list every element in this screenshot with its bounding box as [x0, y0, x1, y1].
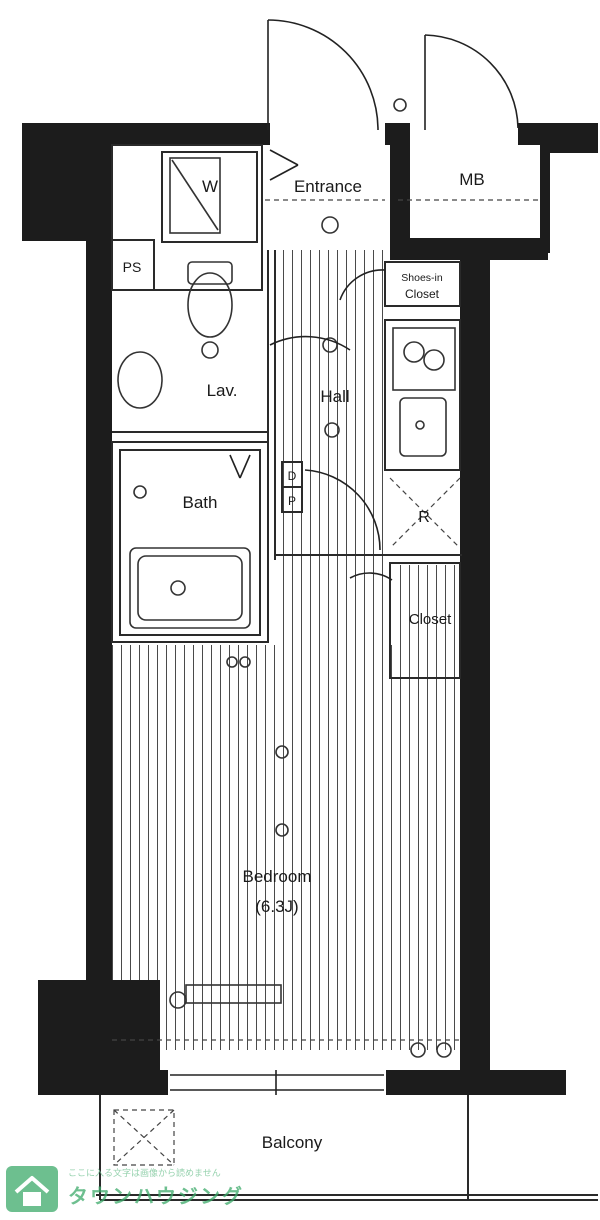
watermark-logo: ここに入る文字は画像から読めません タウンハウジング: [4, 1164, 304, 1214]
stove-fixture: [392, 327, 456, 391]
room-label-shoe-closet-2: Closet: [405, 287, 440, 301]
watermark-text: タウンハウジング: [68, 1184, 244, 1208]
toilet-fixture: [187, 272, 233, 338]
room-label-hall: Hall: [320, 387, 349, 406]
fixtures: [112, 157, 540, 1166]
watermark-subtext: ここに入る文字は画像から読めません: [68, 1169, 221, 1179]
hall-flooring: [275, 250, 383, 650]
sink-fixture: [399, 397, 447, 457]
room-label-d: D: [288, 469, 297, 483]
room-label-ps: PS: [123, 259, 142, 275]
room-label-shoe-closet-1: Shoes-in: [401, 272, 443, 284]
closet-flooring: [392, 565, 460, 675]
balcony: [96, 1095, 598, 1201]
room-label-entrance: Entrance: [294, 177, 362, 196]
room-label-bedroom-size: (6.3J): [255, 897, 298, 916]
washbasin-fixture: [117, 351, 163, 409]
walls: [22, 123, 598, 1095]
partitions: [111, 144, 462, 679]
washer-fixture: [169, 157, 221, 234]
doors: [170, 19, 519, 1095]
room-label-w: W: [202, 177, 218, 196]
room-label-lav: Lav.: [207, 381, 238, 400]
room-label-balcony: Balcony: [262, 1133, 323, 1152]
room-label-bedroom: Bedroom: [243, 867, 312, 886]
room-label-bath: Bath: [183, 493, 218, 512]
room-label-r: R: [418, 509, 430, 526]
room-label-closet: Closet: [409, 611, 452, 628]
room-label-mb: MB: [459, 170, 485, 189]
bathtub-fixture: [129, 547, 251, 629]
room-label-p: P: [288, 494, 296, 508]
bedroom-flooring: [112, 645, 462, 1050]
house-logo-icon: [6, 1166, 58, 1212]
